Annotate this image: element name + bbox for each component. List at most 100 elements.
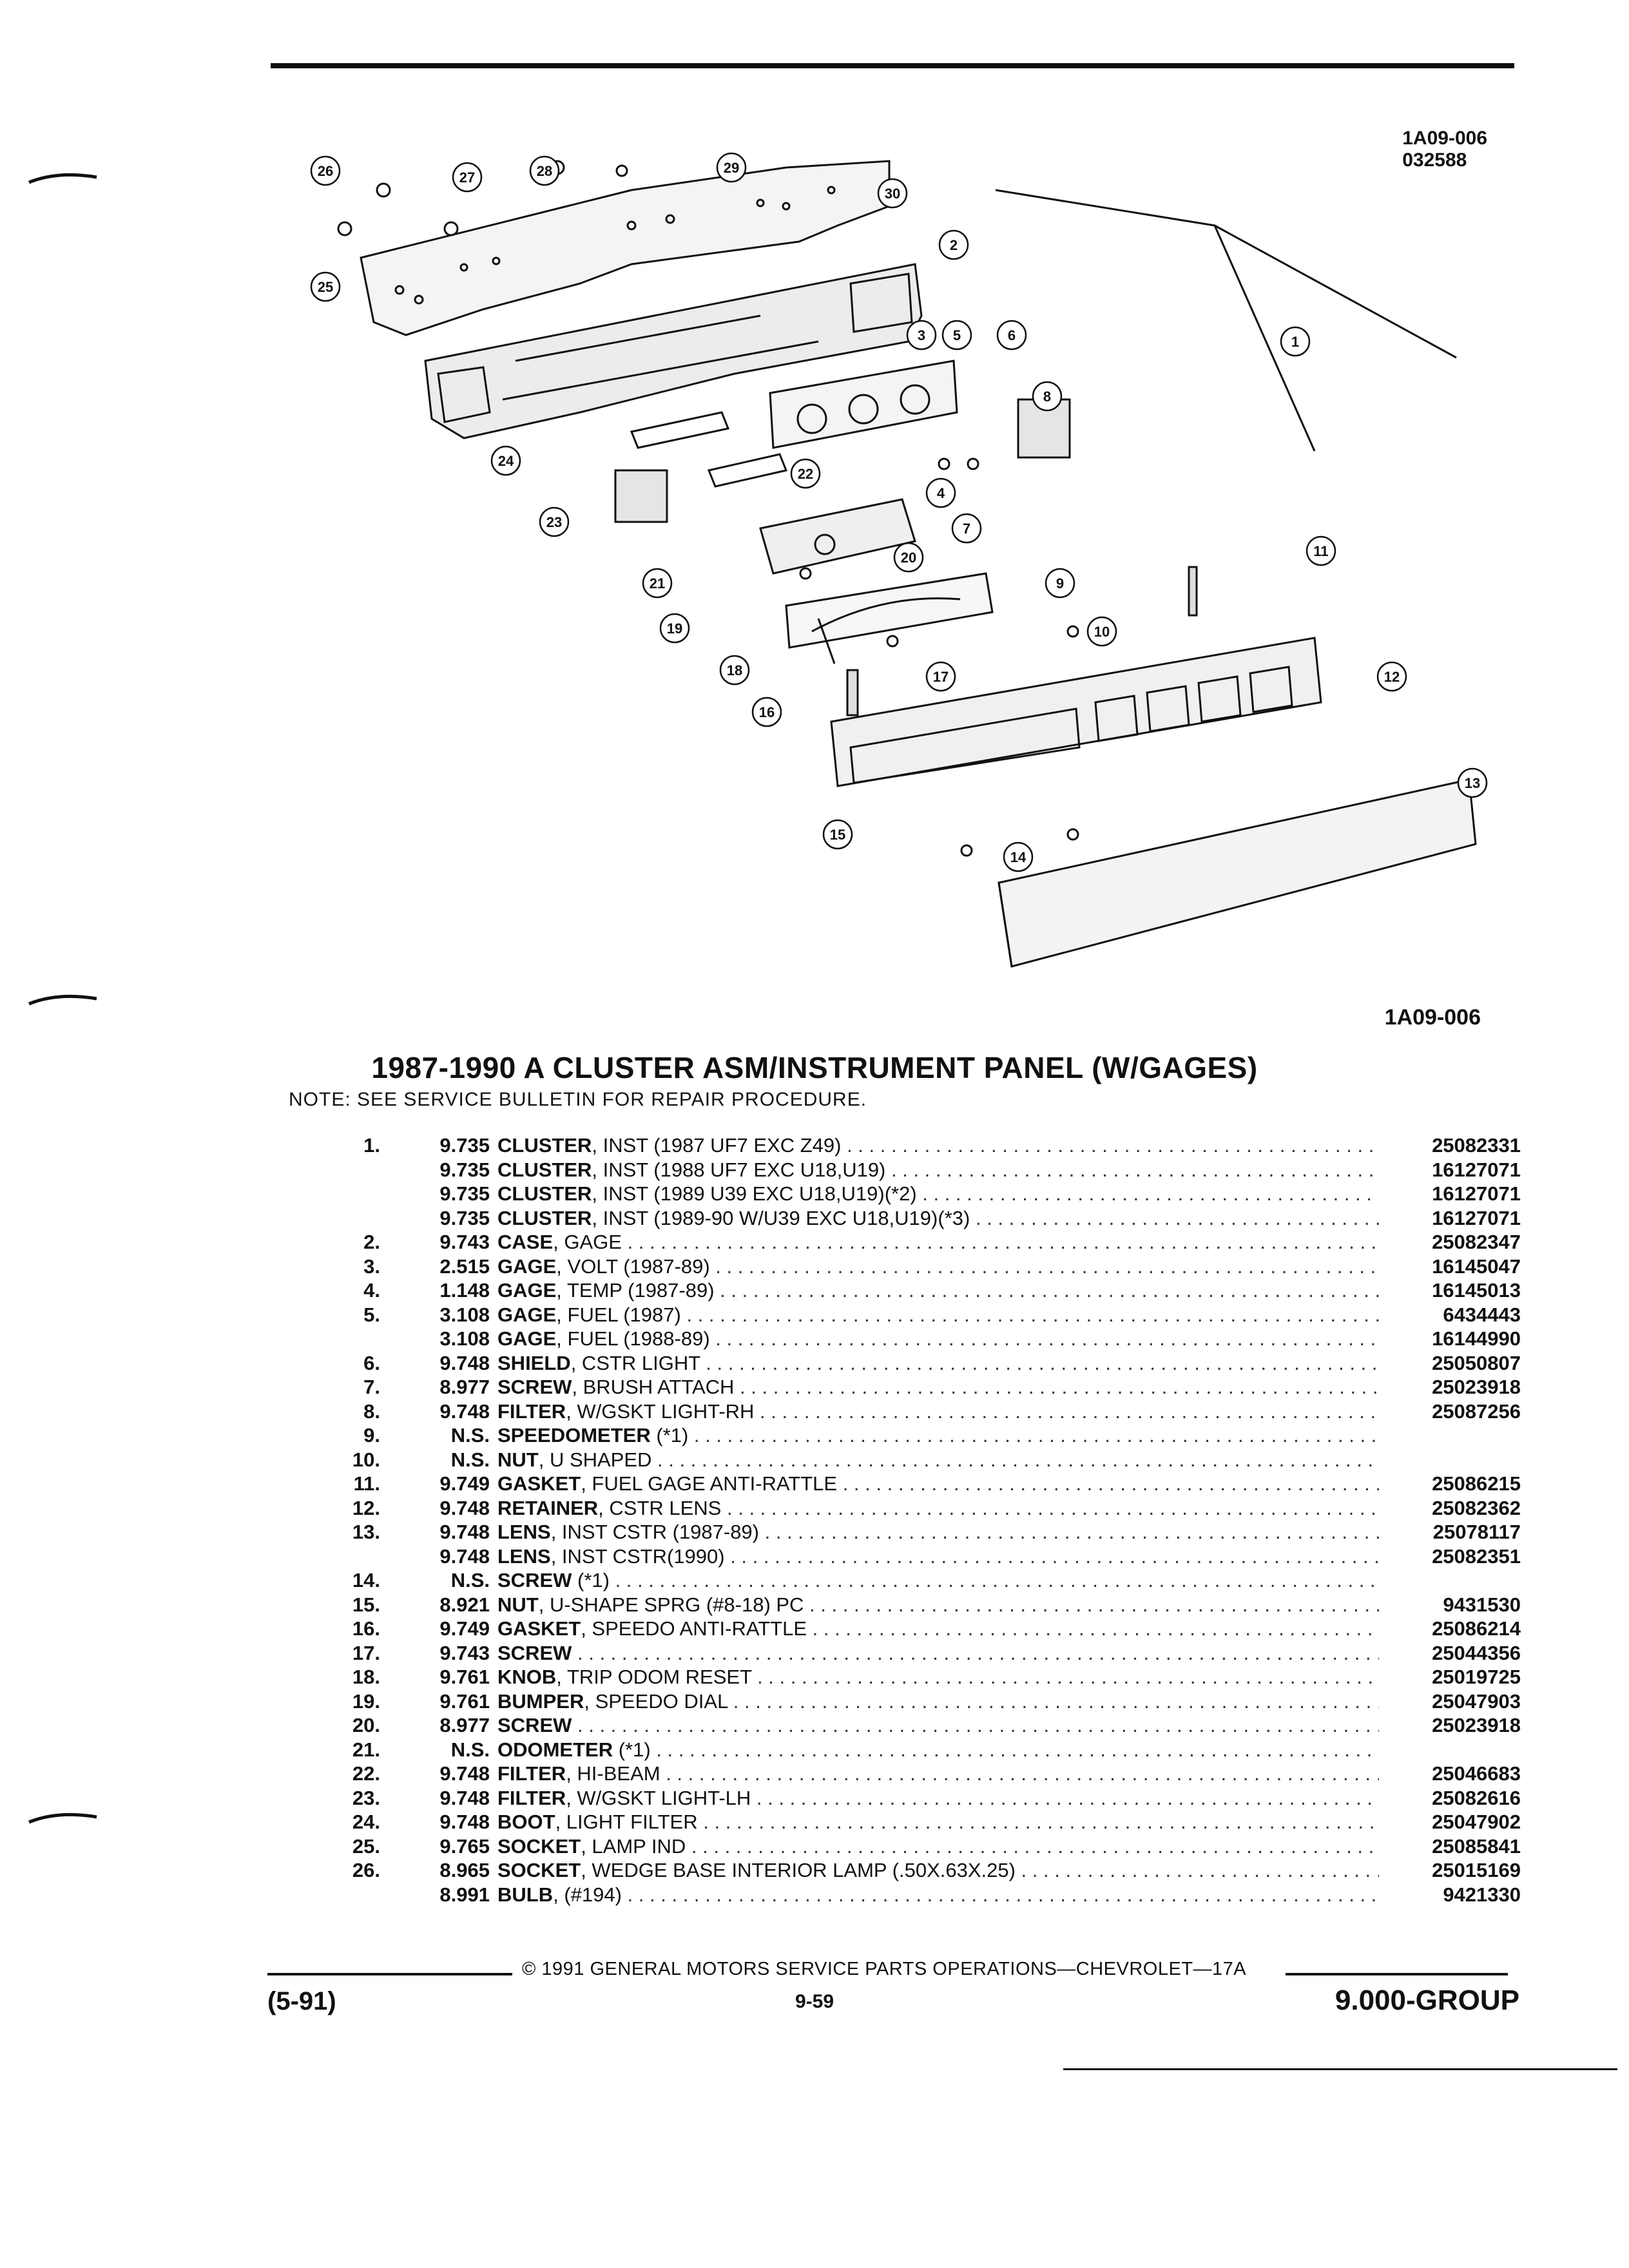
part-number: 9421330	[1443, 1883, 1521, 1906]
dot-leader: . . . . . . . . . . . . . . . . . . . . …	[615, 1569, 1379, 1591]
speedometer	[785, 572, 994, 649]
part-spec: , BRUSH ATTACH	[572, 1376, 735, 1398]
part-spec: , VOLT (1987-89)	[556, 1254, 710, 1278]
group-code: 8.921	[439, 1593, 490, 1616]
drawing-code-block: 1A09-006 032588	[1402, 128, 1487, 171]
part-name: CLUSTER	[497, 1182, 592, 1205]
part-number: 25050807	[1432, 1351, 1521, 1374]
part-name: FILTER	[497, 1399, 566, 1423]
part-description: FILTER, HI-BEAM . . . . . . . . . . . . …	[497, 1762, 1379, 1785]
part-spec: , SPEEDO DIAL	[584, 1689, 728, 1713]
part-number: 16145013	[1432, 1279, 1521, 1302]
part-name: BOOT	[497, 1811, 555, 1833]
part-name: LENS	[497, 1544, 551, 1568]
part-description: SPEEDOMETER (*1) . . . . . . . . . . . .…	[497, 1424, 1379, 1447]
group-code: 9.735	[439, 1206, 490, 1229]
dot-leader: . . . . . . . . . . . . . . . . . . . . …	[656, 1738, 1379, 1761]
dot-leader: . . . . . . . . . . . . . . . . . . . . …	[891, 1158, 1379, 1181]
part-description: GAGE, FUEL (1988-89) . . . . . . . . . .…	[497, 1327, 1379, 1350]
callout-17: 17	[933, 669, 949, 685]
part-number: 25086214	[1432, 1617, 1521, 1640]
part-name: GAGE	[497, 1303, 557, 1326]
dot-leader: . . . . . . . . . . . . . . . . . . . . …	[720, 1279, 1379, 1302]
punch-mark-3	[28, 1812, 97, 1824]
part-name: CLUSTER	[497, 1134, 592, 1157]
part-description: SOCKET, WEDGE BASE INTERIOR LAMP (.50X.6…	[497, 1859, 1379, 1882]
item-number: 10.	[352, 1448, 380, 1471]
part-spec: , LIGHT FILTER	[555, 1811, 698, 1833]
dot-leader: . . . . . . . . . . . . . . . . . . . . …	[666, 1762, 1379, 1785]
part-number: 25046683	[1432, 1762, 1521, 1785]
callout-15: 15	[830, 827, 845, 843]
part-number: 16145047	[1432, 1254, 1521, 1278]
callout-9: 9	[1056, 575, 1064, 591]
callout-1: 1	[1291, 334, 1299, 350]
part-description: BOOT, LIGHT FILTER . . . . . . . . . . .…	[497, 1811, 1379, 1834]
part-name: SCREW	[497, 1376, 572, 1398]
group-code: 9.761	[439, 1689, 490, 1713]
callout-19: 19	[667, 620, 682, 637]
part-description: SCREW, BRUSH ATTACH . . . . . . . . . . …	[497, 1376, 1379, 1399]
part-spec: , INST (1987 UF7 EXC Z49)	[592, 1134, 842, 1157]
callout-22: 22	[798, 466, 813, 482]
dot-leader: . . . . . . . . . . . . . . . . . . . . …	[1021, 1859, 1379, 1881]
service-note: NOTE: SEE SERVICE BULLETIN FOR REPAIR PR…	[289, 1089, 867, 1110]
group-code: 9.748	[439, 1811, 490, 1833]
exploded-view-diagram: 1 2 3 4 5 6 7 8 9 10 11 12 13 14 15 16 1…	[310, 152, 1488, 968]
group-code: 9.748	[439, 1496, 490, 1519]
part-name: BUMPER	[497, 1689, 584, 1713]
part-name: NUT	[497, 1593, 539, 1616]
item-number: 12.	[352, 1496, 380, 1519]
part-number: 25015169	[1432, 1859, 1521, 1881]
part-name: SPEEDOMETER	[497, 1424, 651, 1446]
part-number: 25086215	[1432, 1472, 1521, 1495]
part-number: 9431530	[1443, 1593, 1521, 1616]
part-name: SOCKET	[497, 1834, 581, 1858]
part-spec: , W/GSKT LIGHT-LH	[566, 1786, 751, 1809]
callout-12: 12	[1384, 669, 1400, 685]
item-number: 15.	[352, 1593, 380, 1616]
part-description: SCREW . . . . . . . . . . . . . . . . . …	[497, 1642, 1379, 1665]
part-name: BULB	[497, 1883, 554, 1906]
dot-leader: . . . . . . . . . . . . . . . . . . . . …	[922, 1182, 1379, 1205]
top-rule	[271, 63, 1514, 68]
item-number: 22.	[352, 1762, 380, 1785]
group-code: 3.108	[439, 1303, 490, 1326]
part-number: 16127071	[1432, 1158, 1521, 1181]
part-description: RETAINER, CSTR LENS . . . . . . . . . . …	[497, 1497, 1379, 1520]
group-code: 9.748	[439, 1399, 490, 1423]
item-number: 8.	[363, 1399, 380, 1423]
group-code: N.S.	[450, 1738, 490, 1761]
punch-mark-2	[28, 994, 97, 1006]
dot-leader: . . . . . . . . . . . . . . . . . . . . …	[730, 1544, 1379, 1568]
part-name: ODOMETER	[497, 1738, 613, 1761]
group-code: 9.749	[439, 1472, 490, 1495]
part-description: LENS, INST CSTR (1987-89) . . . . . . . …	[497, 1521, 1379, 1544]
callout-18: 18	[727, 662, 742, 678]
part-description: CLUSTER, INST (1989-90 W/U39 EXC U18,U19…	[497, 1207, 1379, 1230]
part-description: GASKET, SPEEDO ANTI-RATTLE . . . . . . .…	[497, 1617, 1379, 1640]
group-code: 9.748	[439, 1351, 490, 1374]
dot-leader: . . . . . . . . . . . . . . . . . . . . …	[715, 1254, 1379, 1278]
callout-4: 4	[937, 485, 945, 501]
part-description: NUT, U-SHAPE SPRG (#8-18) PC . . . . . .…	[497, 1593, 1379, 1617]
part-name: RETAINER	[497, 1496, 599, 1519]
group-number: 9.000-GROUP	[1335, 1984, 1519, 2016]
parts-row: 12. 9.748 RETAINER, CSTR LENS . . . . . . …	[335, 1497, 1521, 1521]
part-spec: , W/GSKT LIGHT-RH	[566, 1399, 755, 1423]
part-spec: , FUEL (1987)	[556, 1303, 681, 1326]
part-number: 25047902	[1432, 1811, 1521, 1833]
callout-29: 29	[724, 160, 739, 176]
dot-leader: . . . . . . . . . . . . . . . . . . . . …	[657, 1448, 1379, 1471]
group-code: 8.977	[439, 1376, 490, 1398]
item-number: 2.	[363, 1231, 380, 1253]
